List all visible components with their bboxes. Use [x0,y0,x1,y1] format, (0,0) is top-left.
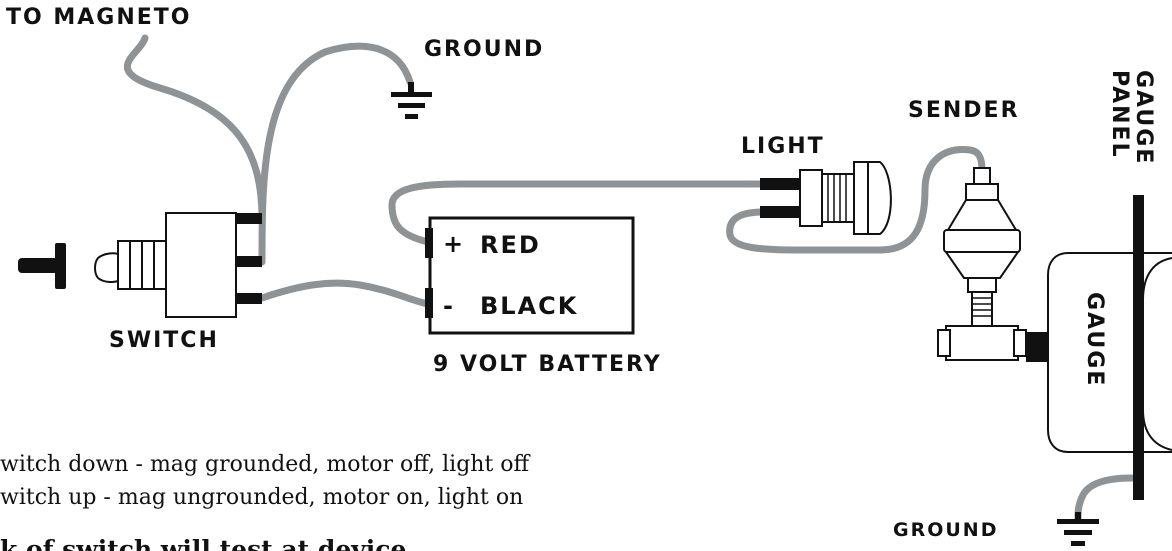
label-sender: SENDER [908,98,1020,123]
label-battery-title: 9 VOLT BATTERY [433,352,662,377]
caption-line-1: witch down - mag grounded, motor off, li… [0,452,531,477]
wire-switch-battery-black [258,279,432,308]
ground-symbol-top [391,82,432,119]
light-component [760,161,892,235]
ground-symbol-bottom [1057,512,1099,546]
label-gauge-panel-line2: PANEL [1107,70,1132,159]
wire-battery-red-to-light [388,180,767,246]
gauge-panel-bar [1133,195,1144,500]
label-battery-black: BLACK [480,292,578,320]
caption-line-3: k of switch will test at device [0,535,406,551]
label-battery-red: RED [480,231,541,259]
label-light: LIGHT [741,134,825,159]
label-switch: SWITCH [109,328,219,353]
wire-switch-ground [258,42,414,266]
switch-component [18,212,262,318]
label-gauge: GAUGE [1082,292,1107,387]
label-gauge-panel-line1: GAUGE [1131,70,1156,165]
wire-light-to-sender [726,146,986,254]
label-battery-plus: + [443,230,465,258]
wire-to-magneto [123,34,266,222]
label-to-magneto: TO MAGNETO [6,5,192,30]
battery-component [425,216,635,335]
sender-component [937,167,1048,362]
gauge-component [1047,252,1172,453]
label-ground-top: GROUND [424,37,544,62]
label-battery-minus: - [443,292,455,320]
caption-line-2: witch up - mag ungrounded, motor on, lig… [0,485,523,510]
wire-gauge-to-ground [1074,474,1136,522]
label-ground-bottom: GROUND [893,519,998,541]
